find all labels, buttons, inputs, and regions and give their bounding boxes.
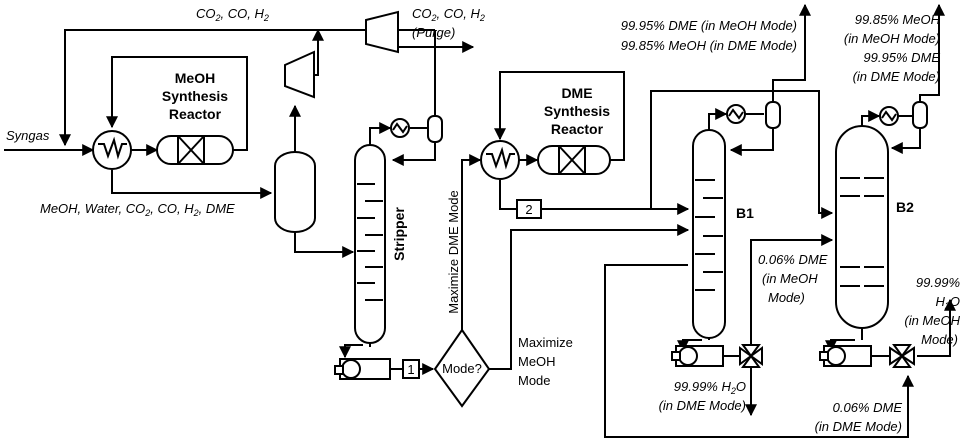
maximize-meoh-mode-label-1: Maximize bbox=[518, 335, 573, 350]
stripper-condenser bbox=[390, 115, 443, 143]
b2-dme-line2: (in DME Mode) bbox=[815, 419, 902, 434]
maximize-meoh-mode-label-3: Mode bbox=[518, 373, 551, 388]
meoh-mixture-label: MeOH, Water, CO2, CO, H2, DME bbox=[40, 201, 235, 218]
stripper-label: Stripper bbox=[391, 207, 407, 261]
dme-heat-exchanger bbox=[480, 140, 520, 180]
flash-drum bbox=[274, 151, 316, 233]
dme-reactor-label-2: Synthesis bbox=[544, 103, 610, 119]
marker-2-label: 2 bbox=[525, 202, 532, 217]
marker-2: 2 bbox=[516, 199, 542, 219]
decision-label: Mode? bbox=[442, 361, 482, 376]
b2-condenser bbox=[879, 101, 928, 129]
b1-pump bbox=[671, 345, 724, 367]
b2-water-line2: H2O bbox=[935, 294, 960, 311]
meoh-heat-exchanger bbox=[92, 130, 132, 170]
b2-column bbox=[835, 125, 889, 329]
b1-side-line2: (in MeOH bbox=[762, 271, 818, 286]
stream-lines bbox=[4, 3, 956, 438]
recycle-compressor bbox=[284, 50, 315, 99]
marker-1-label: 1 bbox=[407, 362, 414, 377]
dme-reactor bbox=[537, 145, 611, 175]
b2-water-line4: Mode) bbox=[921, 332, 958, 347]
b2-pump bbox=[819, 345, 872, 367]
b2-dme-line1: 0.06% DME bbox=[833, 400, 903, 415]
purge-label: (Purge) bbox=[412, 25, 455, 40]
b2-top-product-line4: (in DME Mode) bbox=[853, 69, 940, 84]
b1-water-line1: 99.99% H2O bbox=[674, 379, 746, 396]
b1-top-product-line1: 99.95% DME (in MeOH Mode) bbox=[621, 18, 797, 33]
b1-column bbox=[692, 129, 726, 339]
marker-1: 1 bbox=[402, 359, 420, 379]
b2-water-line1: 99.99% bbox=[916, 275, 960, 290]
b1-condenser bbox=[726, 101, 781, 129]
b1-label: B1 bbox=[736, 205, 754, 221]
stripper-pump bbox=[334, 358, 391, 380]
b2-top-product-line3: 99.95% DME bbox=[863, 50, 940, 65]
b2-top-product-line2: (in MeOH Mode) bbox=[844, 31, 940, 46]
dme-reactor-label-1: DME bbox=[561, 85, 592, 101]
b1-side-line1: 0.06% DME bbox=[758, 252, 828, 267]
b2-top-product-line1: 99.85% MeOH bbox=[855, 12, 941, 27]
b2-label: B2 bbox=[896, 199, 914, 215]
stripper-column bbox=[354, 144, 386, 344]
maximize-dme-mode-label: Maximize DME Mode bbox=[446, 190, 461, 314]
b2-valve bbox=[889, 344, 915, 368]
meoh-reactor-label-2: Synthesis bbox=[162, 88, 228, 104]
b1-side-line3: Mode) bbox=[768, 290, 805, 305]
b1-top-product-line2: 99.85% MeOH (in DME Mode) bbox=[621, 38, 797, 53]
dme-reactor-label-3: Reactor bbox=[551, 121, 604, 137]
meoh-reactor-label-1: MeOH bbox=[175, 70, 215, 86]
recycle-gas-label: CO2, CO, H2 bbox=[196, 6, 269, 23]
purge-gas-label: CO2, CO, H2 bbox=[412, 6, 485, 23]
meoh-reactor bbox=[156, 135, 234, 165]
maximize-meoh-mode-label-2: MeOH bbox=[518, 354, 556, 369]
b1-valve bbox=[739, 344, 763, 368]
mode-decision: Mode? bbox=[433, 328, 491, 408]
purge-compressor bbox=[365, 10, 436, 54]
b1-water-line2: (in DME Mode) bbox=[659, 398, 746, 413]
syngas-label: Syngas bbox=[6, 128, 50, 143]
meoh-reactor-label-3: Reactor bbox=[169, 106, 222, 122]
b2-water-line3: (in MeOH bbox=[904, 313, 960, 328]
